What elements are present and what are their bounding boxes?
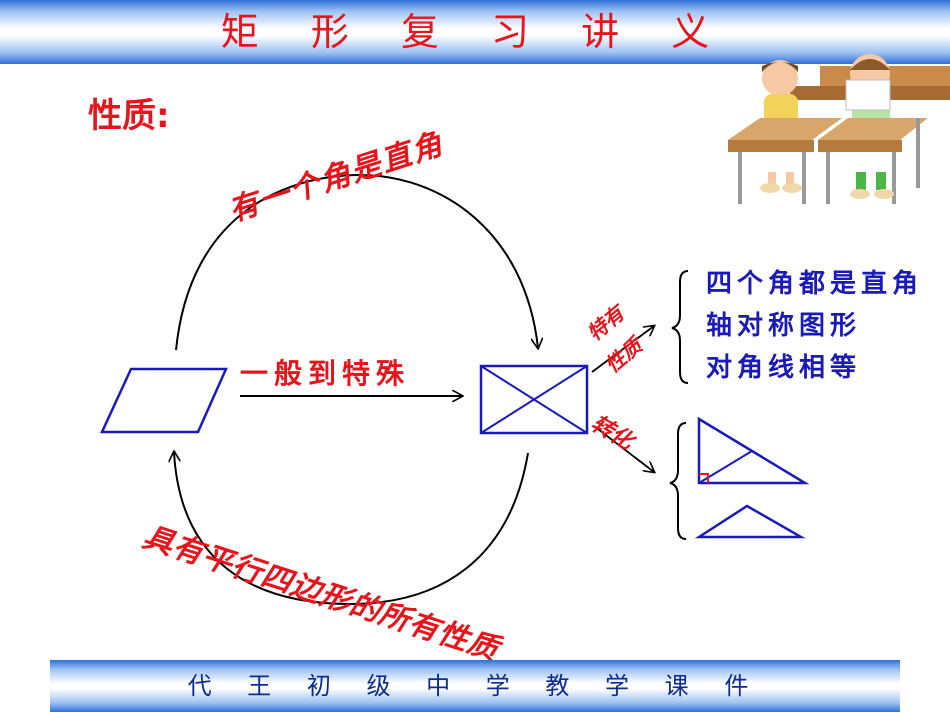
footer-text: 代 王 初 级 中 学 教 学 课 件 [187,672,763,700]
right-triangle-shape [697,416,810,485]
properties-brace [671,270,689,384]
middle-arrow-label: 一般到特殊 [240,357,411,390]
rectangle-shape [479,364,589,435]
parallelogram-shape [100,367,228,434]
isosceles-triangle-shape [694,504,806,539]
title-banner: 矩 形 复 习 讲 义 [0,0,950,64]
branch-arrow-transform [593,425,654,472]
transform-brace [669,422,687,540]
footer-banner: 代 王 初 级 中 学 教 学 课 件 [50,660,900,712]
top-arc-arrow [175,173,538,350]
property-item-2: 轴对称图形 [706,311,862,341]
bottom-arc-arrow [174,452,529,606]
page-title: 矩 形 复 习 讲 义 [220,10,730,54]
property-item-1: 四个角都是直角 [706,269,924,299]
property-item-3: 对角线相等 [706,353,862,383]
section-label: 性质: [88,96,170,136]
branch-arrow-properties [591,326,654,373]
